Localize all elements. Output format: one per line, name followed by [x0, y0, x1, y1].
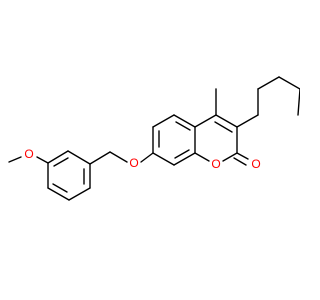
ether-oxygen-label: O: [129, 156, 138, 170]
ring-junction-to-c4-bond: [194, 114, 217, 128]
atom-label-layer: O O O O: [24, 147, 260, 171]
methoxy-oxygen-label: O: [24, 147, 33, 161]
hexyl-bond-5: [297, 88, 300, 116]
c4-c3-double-bond: [214, 121, 233, 133]
benzylic-carbon-bond: [89, 151, 111, 165]
coumarin-aromatic-bond-6: [152, 152, 175, 166]
coumarin-aromatic-inner-bond-2: [175, 121, 191, 131]
carbonyl-oxygen-label: O: [251, 157, 260, 171]
benzyl-ring-inner-bond-3: [52, 183, 68, 193]
benzyl-ring-bond-1: [47, 150, 69, 164]
hexyl-bond-1: [236, 114, 259, 128]
benzylic-oxygen-bond: [109, 151, 128, 163]
benzyl-ring-bond-4: [68, 187, 91, 201]
benzyl-ring-bond-5: [47, 187, 70, 201]
hexyl-bond-3: [257, 76, 280, 90]
methoxy-aryl-bond: [36, 156, 49, 164]
ether-coumarin-bond: [140, 152, 154, 163]
molecule-canvas: O O O O: [8, 76, 300, 201]
hexyl-bond-4: [278, 76, 300, 90]
bond-layer: [8, 76, 300, 201]
methyl-methoxy-bond: [8, 156, 22, 163]
ring-oxygen-junction-bond: [194, 152, 210, 162]
coumarin-aromatic-bond-3: [173, 114, 196, 128]
benzyl-ring-bond-2: [67, 150, 91, 165]
carbonyl-bond-inner: [233, 157, 247, 166]
coumarin-aromatic-inner-bond-3: [174, 149, 190, 159]
carbonyl-bond-outer: [236, 152, 249, 160]
benzyl-ring-inner-bond-1: [53, 157, 69, 167]
c2-ring-oxygen-bond: [222, 152, 238, 162]
coumarin-aromatic-bond-2: [152, 114, 175, 128]
c4-c3-bond: [215, 114, 238, 128]
coumarin-aromatic-bond-5: [173, 152, 196, 166]
structure-drawing: O O O O: [8, 76, 300, 201]
ring-oxygen-label: O: [211, 157, 220, 171]
